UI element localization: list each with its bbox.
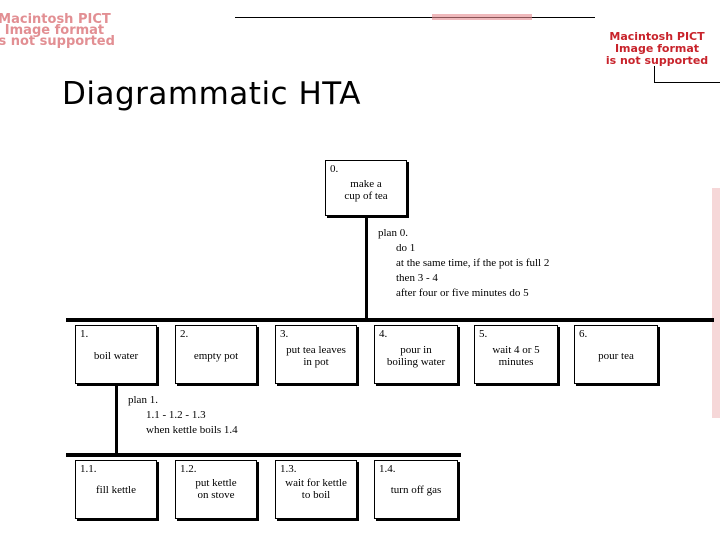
plan-line: at the same time, if the pot is full 2 xyxy=(396,257,550,269)
pict-error-placeholder: Macintosh PICT Image format is not suppo… xyxy=(605,30,709,67)
task-label: make a cup of tea xyxy=(344,178,388,202)
subtask-box-1-3: 1.3. wait for kettle to boil xyxy=(275,460,357,519)
plan-line: do 1 xyxy=(396,242,416,254)
task-number: 5. xyxy=(479,328,488,340)
subtask-box-1-1: 1.1. fill kettle xyxy=(75,460,157,519)
task-box-root: 0. make a cup of tea xyxy=(325,160,407,216)
task-box-3: 3. put tea leaves in pot xyxy=(275,325,357,384)
task-number: 6. xyxy=(579,328,588,340)
pict-error-placeholder-faded: Macintosh PICT Image format is not suppo… xyxy=(0,12,115,49)
top-rule xyxy=(235,17,595,18)
task-label: put kettle on stove xyxy=(195,477,237,501)
plan-0: plan 0. do 1 at the same time, if the po… xyxy=(378,226,549,301)
plan-line: 1.1 - 1.2 - 1.3 xyxy=(146,409,206,421)
task-number: 1.1. xyxy=(80,463,97,475)
task-label: boil water xyxy=(93,350,139,362)
task-number: 1.4. xyxy=(379,463,396,475)
task-label: wait for kettle to boil xyxy=(285,477,347,501)
task-number: 3. xyxy=(280,328,289,340)
slide-title: Diagrammatic HTA xyxy=(62,76,362,112)
subtask-box-1-4: 1.4. turn off gas xyxy=(374,460,458,519)
faded-fragment xyxy=(432,14,532,20)
placeholder-rule-v xyxy=(654,66,655,82)
task-label: fill kettle xyxy=(95,484,136,496)
task-label: turn off gas xyxy=(390,484,442,496)
task-box-5: 5. wait 4 or 5 minutes xyxy=(474,325,558,384)
connector-root xyxy=(365,218,368,319)
task-number: 1.2. xyxy=(180,463,197,475)
placeholder-rule-h xyxy=(654,82,720,83)
subtask-box-1-2: 1.2. put kettle on stove xyxy=(175,460,257,519)
connector-level1-bar xyxy=(66,318,714,322)
task-label: empty pot xyxy=(193,350,239,362)
task-number: 1. xyxy=(80,328,89,340)
task-label: wait 4 or 5 minutes xyxy=(492,344,540,368)
task-label: put tea leaves in pot xyxy=(286,344,346,368)
task-label: pour in boiling water xyxy=(386,344,446,368)
task-number: 1.3. xyxy=(280,463,297,475)
task-number: 4. xyxy=(379,328,388,340)
plan-1: plan 1. 1.1 - 1.2 - 1.3 when kettle boil… xyxy=(128,393,238,438)
task-box-6: 6. pour tea xyxy=(574,325,658,384)
plan-heading: plan 1. xyxy=(128,394,158,406)
plan-line: when kettle boils 1.4 xyxy=(146,424,238,436)
connector-task-1 xyxy=(115,386,118,454)
task-number: 0. xyxy=(330,163,339,175)
connector-level2-bar xyxy=(66,453,461,457)
task-box-4: 4. pour in boiling water xyxy=(374,325,458,384)
plan-heading: plan 0. xyxy=(378,227,408,239)
right-edge-fragment xyxy=(712,188,720,418)
plan-line: then 3 - 4 xyxy=(396,272,438,284)
task-box-1: 1. boil water xyxy=(75,325,157,384)
task-box-2: 2. empty pot xyxy=(175,325,257,384)
plan-line: after four or five minutes do 5 xyxy=(396,287,529,299)
task-number: 2. xyxy=(180,328,189,340)
task-label: pour tea xyxy=(598,350,634,362)
